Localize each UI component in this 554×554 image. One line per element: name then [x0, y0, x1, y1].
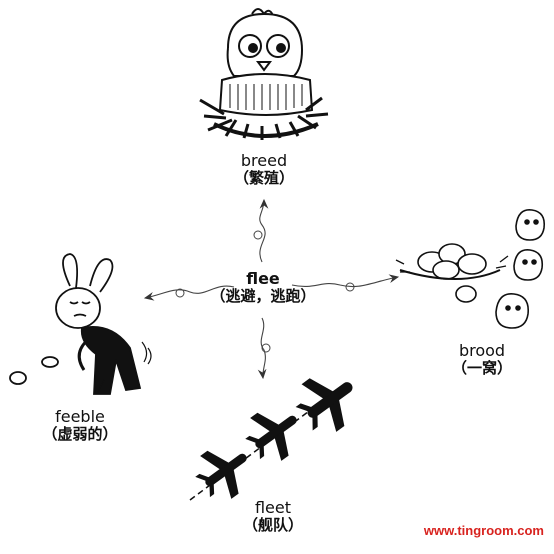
arrow-loop-feeble: [175, 288, 185, 298]
arrow-to-fleet: [257, 317, 267, 380]
breed-word: breed: [240, 151, 288, 170]
center-word: flee: [246, 269, 280, 288]
brood-label: brood （一窝）: [432, 341, 532, 378]
arrow-to-breed: [259, 198, 269, 263]
arrow-to-brood: [291, 274, 400, 288]
arrow-to-feeble: [143, 285, 235, 301]
arrow-loop-breed: [253, 230, 263, 240]
feeble-word: feeble: [55, 407, 105, 426]
brood-gloss: （一窝）: [451, 359, 512, 378]
breed-gloss: （繁殖）: [233, 169, 294, 188]
arrow-loop-brood: [345, 282, 355, 292]
arrow-loop-fleet: [261, 343, 271, 353]
fleet-word: fleet: [254, 498, 292, 517]
breed-label: breed （繁殖）: [214, 151, 314, 188]
center-label: flee （逃避，逃跑）: [193, 269, 333, 306]
fleet-gloss: （舰队）: [242, 516, 303, 535]
fleet-label: fleet （舰队）: [223, 498, 323, 535]
brood-word: brood: [458, 341, 506, 360]
feeble-label: feeble （虚弱的）: [20, 407, 140, 444]
watermark: www.tingroom.com: [423, 523, 544, 538]
feeble-gloss: （虚弱的）: [42, 425, 118, 444]
center-gloss: （逃避，逃跑）: [210, 287, 316, 306]
